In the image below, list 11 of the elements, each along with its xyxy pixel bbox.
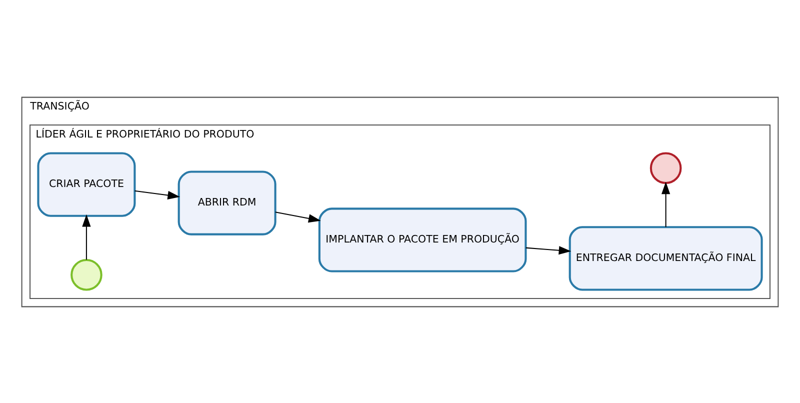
- arrow: [82, 214, 91, 260]
- node-box: CRIAR PACOTE: [37, 152, 136, 216]
- node-circle: [70, 258, 102, 290]
- arrow: [662, 181, 670, 227]
- arrow: [134, 190, 180, 200]
- arrow: [526, 246, 572, 254]
- node-box: ENTREGAR DOCUMENTAÇÃO FINAL: [568, 226, 763, 290]
- node-box: ABRIR RDM: [178, 170, 276, 235]
- node-circle: [650, 152, 682, 184]
- node-box: IMPLANTAR O PACOTE EM PRODUÇÃO: [318, 207, 527, 272]
- arrow: [275, 211, 321, 222]
